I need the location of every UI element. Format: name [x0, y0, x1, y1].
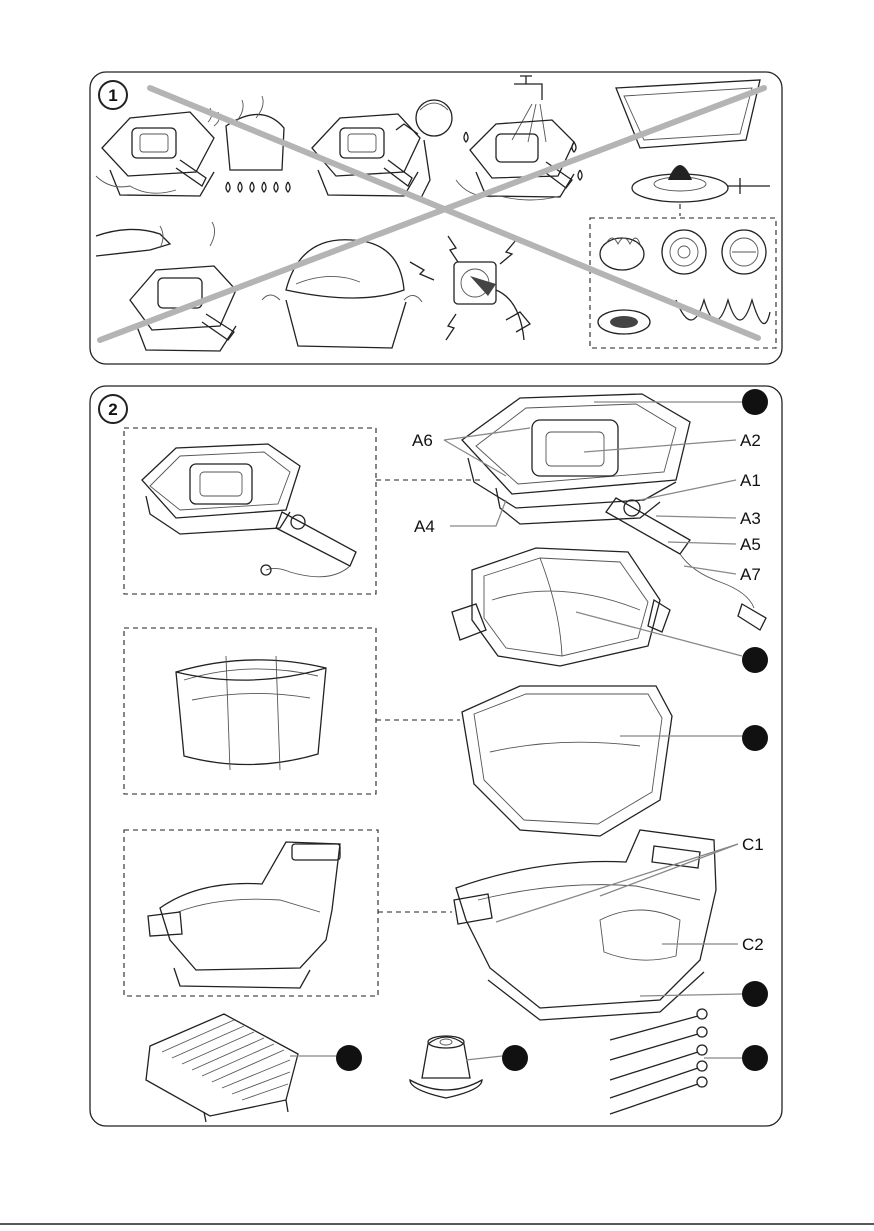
- label-a1: A1: [740, 471, 761, 490]
- callout-c-dot: [742, 725, 768, 751]
- label-a6: A6: [412, 431, 433, 450]
- steam-cap-illustration: [410, 1036, 528, 1098]
- lid-exploded-illustration: [462, 394, 766, 630]
- warning-pan-on-gas-flame: [616, 80, 770, 216]
- callout-f-dot: [502, 1045, 528, 1071]
- panel-1-warnings: 1: [90, 72, 782, 364]
- bowl-detail-illustration: [176, 656, 326, 770]
- warning-pot-steam-kettle: [96, 96, 284, 196]
- skewers-illustration: [610, 1009, 768, 1114]
- lid-assembled-illustration: [142, 444, 356, 577]
- callout-a-dot: [742, 389, 768, 415]
- label-a4: A4: [414, 517, 435, 536]
- label-a2: A2: [740, 431, 761, 450]
- warning-covered-pot: [262, 240, 422, 348]
- callout-g-dot: [742, 1045, 768, 1071]
- label-a5: A5: [740, 535, 761, 554]
- base-detail-illustration: [148, 842, 340, 988]
- grill-plate-illustration: [452, 548, 768, 673]
- label-a7: A7: [740, 565, 761, 584]
- label-a3: A3: [740, 509, 761, 528]
- step-2-number: 2: [108, 400, 117, 419]
- label-c2: C2: [742, 935, 764, 954]
- cooking-bowl-illustration: [462, 686, 768, 836]
- warning-electrical-socket: [410, 236, 530, 340]
- callout-d-dot: [742, 981, 768, 1007]
- panel-2-components: 2: [90, 386, 782, 1126]
- warning-water-drops: [226, 182, 290, 192]
- label-c1: C1: [742, 835, 764, 854]
- heating-base-illustration: C1 C2: [454, 830, 768, 1020]
- panel-2-frame: [90, 386, 782, 1126]
- bowl-detail-dashed-box: [124, 628, 376, 794]
- callout-e-dot: [336, 1045, 362, 1071]
- step-1-number: 1: [108, 86, 117, 105]
- wire-rack-illustration: [146, 1014, 362, 1122]
- lid-callouts: A6 A2 A1 A3 A5 A7 A4: [376, 389, 768, 584]
- electric-coil-hob-icon: [662, 230, 706, 274]
- callout-b-dot: [742, 647, 768, 673]
